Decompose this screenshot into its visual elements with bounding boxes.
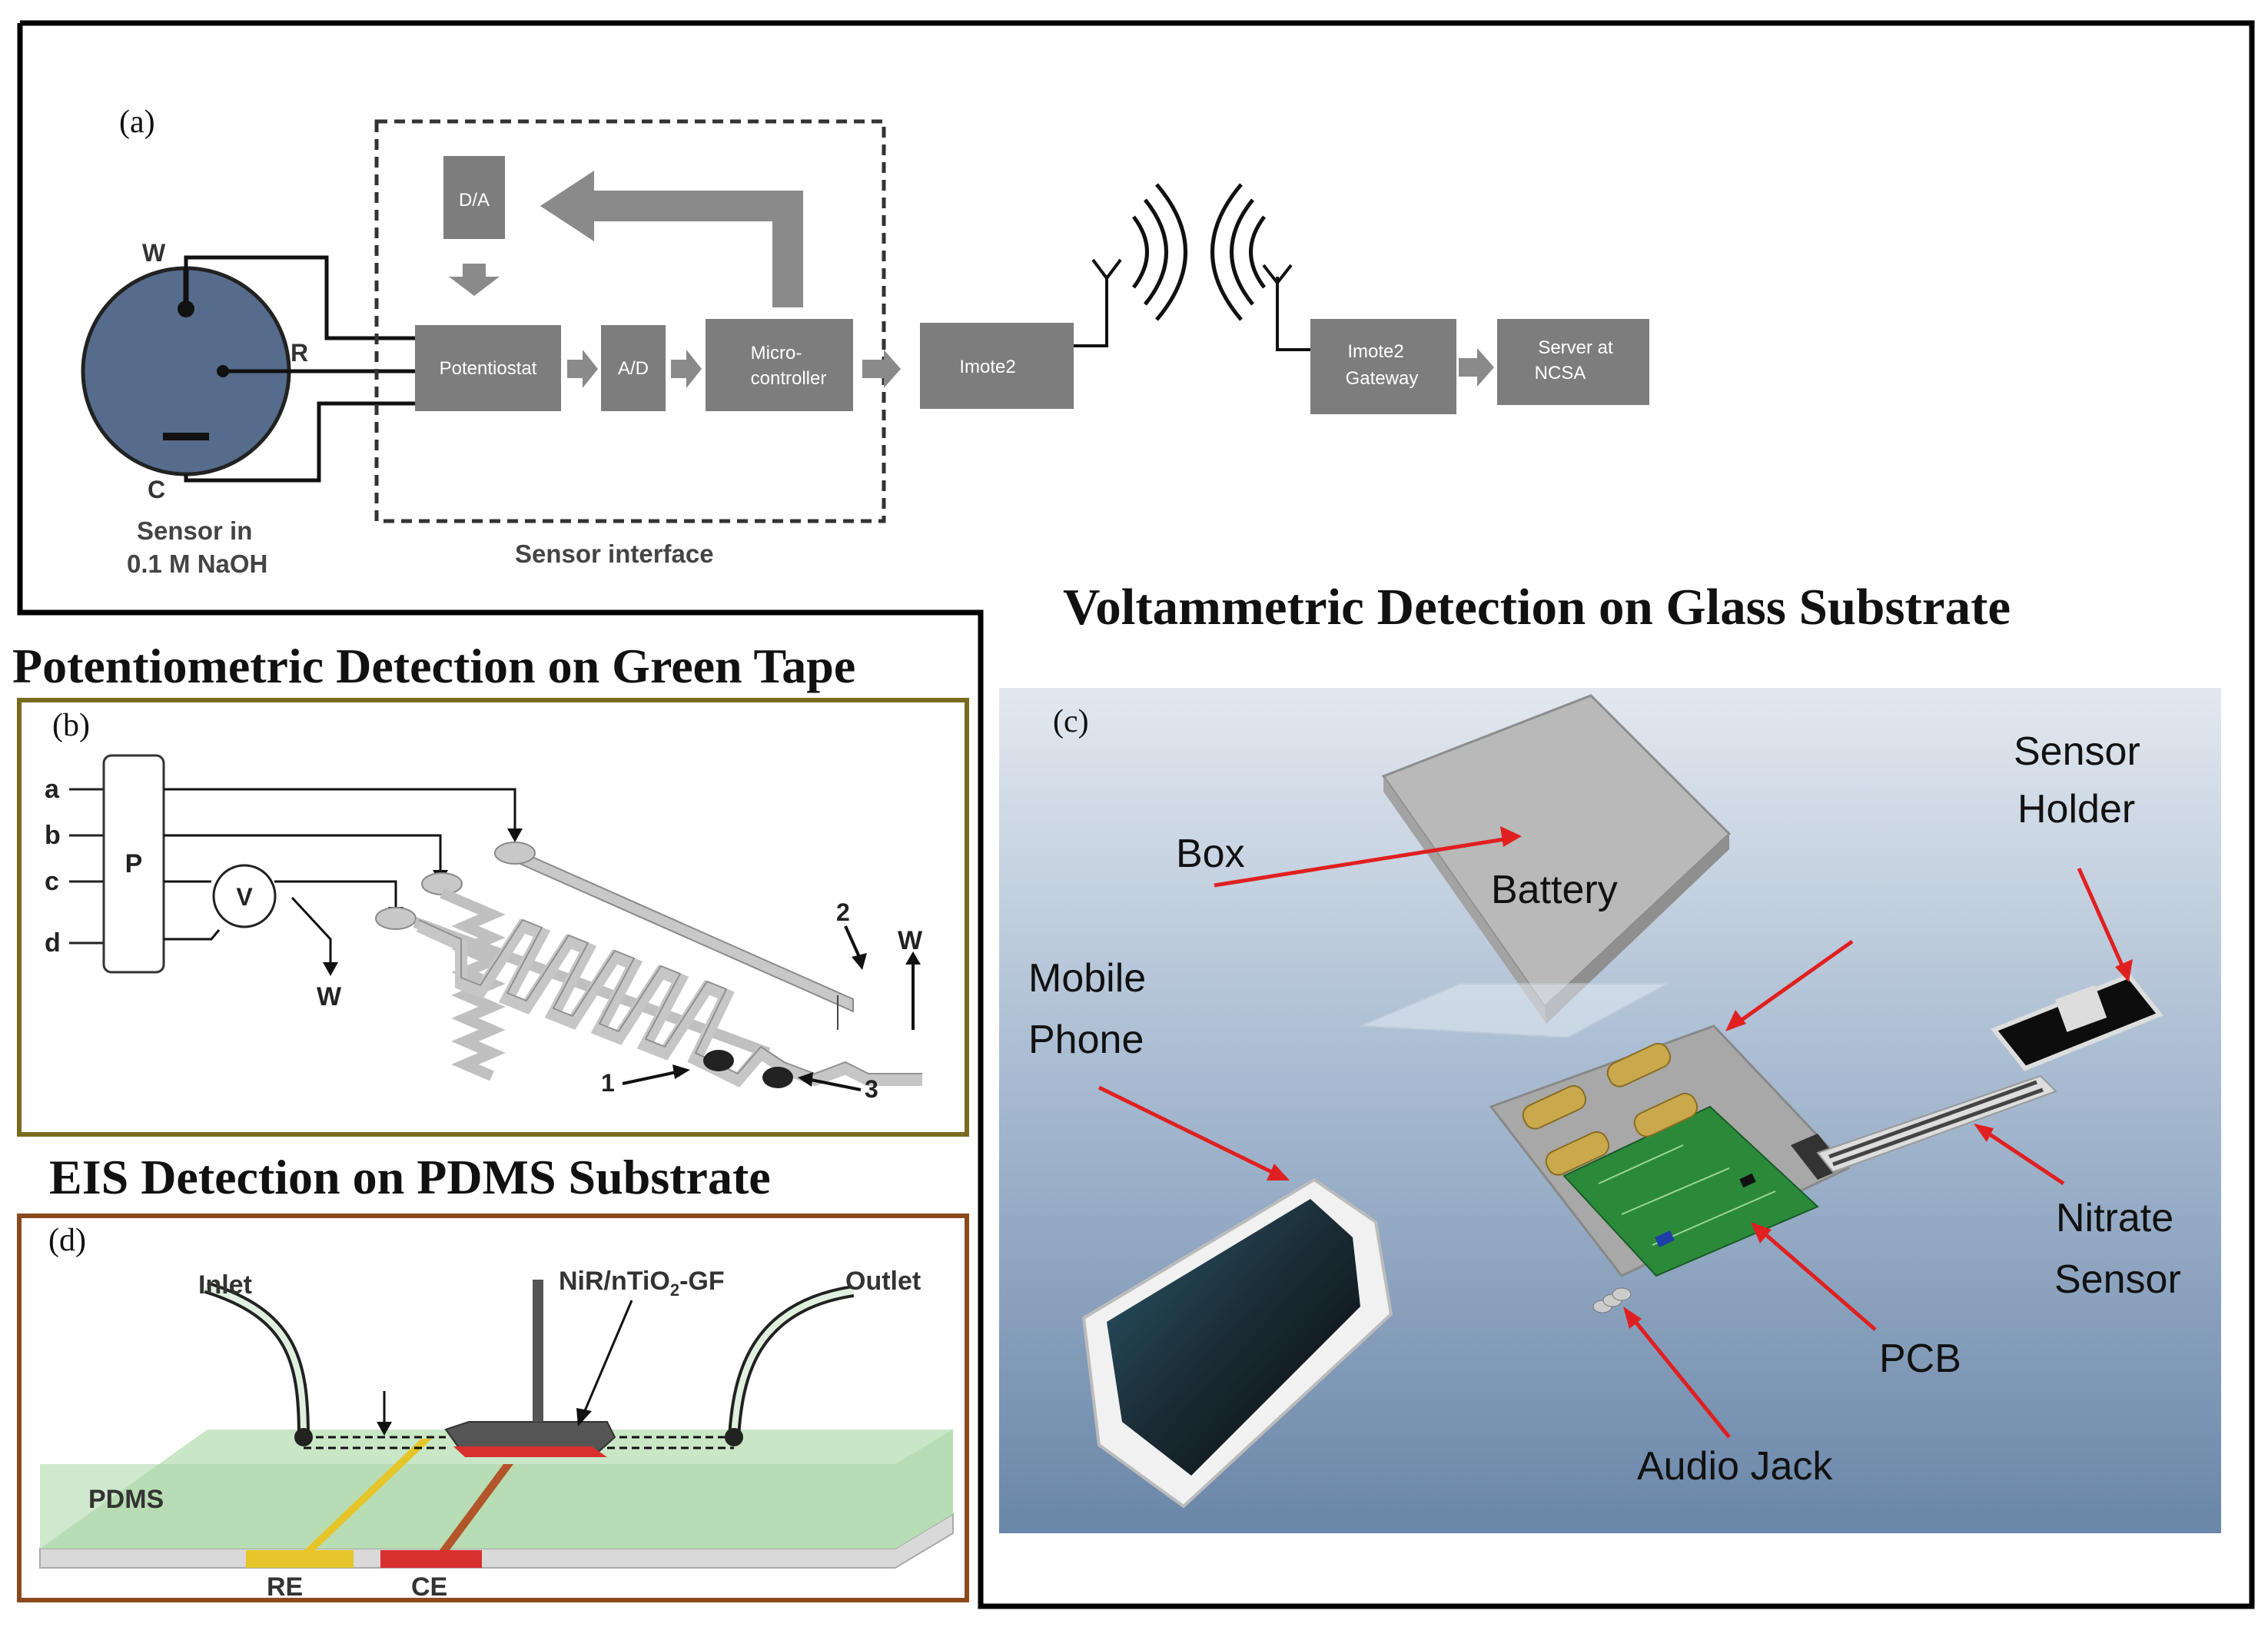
panel-a-diagram: (a) W R C Sensor in 0.1 M NaOH Sensor in… (81, 105, 1649, 578)
battery-cells (1522, 1042, 1699, 1176)
server-block (1497, 319, 1649, 405)
box-label: Box (1176, 832, 1245, 876)
panel-d-title: EIS Detection on PDMS Substrate (49, 1150, 771, 1204)
gateway-block (1310, 319, 1456, 414)
sensor-label-line1: Sensor in (137, 516, 252, 545)
antenna-1-head (1091, 258, 1122, 281)
mobile-phone-screen (1107, 1199, 1360, 1476)
inlet-label: Inlet (198, 1270, 252, 1300)
arrow-gateway-server (1459, 348, 1494, 387)
voltmeter-v (212, 864, 277, 928)
w-right-label: W (898, 926, 923, 955)
clear-tray (1360, 983, 1669, 1039)
gateway-label-line1: Imote2 (1347, 341, 1403, 362)
micro-label-line2: controller (751, 368, 827, 389)
arrow-pot-ad (567, 350, 598, 388)
audio-jack-label: Audio Jack (1637, 1444, 1833, 1489)
outlet-label: Outlet (845, 1267, 921, 1296)
antenna-2 (1276, 277, 1310, 351)
v-label: V (236, 883, 253, 911)
panel-b-diagram: (b) a b c d P V W (17, 698, 969, 1137)
pdms-body (40, 1429, 953, 1549)
feedback-arrow (540, 171, 803, 307)
panel-d-tag: (d) (48, 1223, 86, 1258)
input-b-label: b (45, 821, 61, 850)
mobile-phone-label-line1: Mobile (1028, 956, 1146, 1001)
ad-block (601, 325, 666, 411)
ad-label: A/D (618, 358, 649, 379)
sensor-label-line2: 0.1 M NaOH (127, 550, 267, 578)
label-2: 2 (836, 898, 850, 926)
electrode-r-label: R (291, 339, 308, 367)
sensor-interface-box (374, 119, 886, 523)
ce-trace (440, 1464, 513, 1550)
sensor-holder-label-line2: Holder (2017, 787, 2135, 832)
sensor-holder-label-line1: Sensor (2014, 729, 2140, 774)
label-3: 3 (865, 1075, 878, 1103)
pcb-label: PCB (1879, 1336, 1961, 1381)
da-label: D/A (459, 190, 490, 211)
electrode-material-label: NiR/nTiO2-GF (559, 1267, 725, 1300)
panel-c-title: Voltammetric Detection on Glass Substrat… (1063, 579, 2011, 636)
nitrate-sensor-label-line2: Sensor (2054, 1257, 2181, 1302)
potentiostat-block (415, 325, 561, 411)
server-label-line2: NCSA (1535, 363, 1586, 384)
panel-a-tag: (a) (119, 105, 155, 140)
panel-b-title: Potentiometric Detection on Green Tape (12, 639, 856, 693)
ce-label: CE (411, 1572, 447, 1602)
antenna-2-head (1262, 264, 1293, 286)
battery-label: Battery (1491, 868, 1618, 912)
wire-c (184, 401, 415, 483)
w-left-label: W (317, 982, 342, 1011)
da-down-arrow (449, 264, 500, 296)
potentiostat-label: Potentiostat (440, 358, 537, 379)
re-trace (304, 1439, 432, 1550)
re-label: RE (267, 1572, 303, 1602)
electrode-3 (762, 1067, 793, 1088)
sensing-electrode (453, 1446, 607, 1457)
panel-d-diagram: (d) PDMS RE CE Inlet Outlet (17, 1214, 969, 1602)
label-1: 1 (601, 1069, 615, 1097)
da-block (443, 156, 505, 239)
p-label: P (125, 849, 143, 878)
ce-pad (380, 1550, 482, 1568)
audio-jack (1592, 1287, 1632, 1313)
working-electrode-dot (178, 300, 194, 317)
re-pad (246, 1550, 354, 1568)
micro-label-line1: Micro- (751, 343, 802, 364)
serpentine-outline (418, 918, 922, 1075)
imote2-label: Imote2 (959, 357, 1015, 377)
input-d-label: d (45, 928, 61, 958)
radio-waves-icon (1132, 183, 1266, 321)
mobile-phone-label-line2: Phone (1028, 1018, 1144, 1062)
input-a-label: a (45, 775, 60, 804)
panel-c-tag: (c) (1053, 704, 1089, 739)
server-label-line1: Server at (1538, 337, 1613, 358)
wire-w (184, 255, 415, 340)
imote2-block (920, 323, 1074, 409)
panel-b-tag: (b) (52, 708, 90, 743)
microcontroller-block (706, 319, 853, 411)
gateway-label-line2: Gateway (1346, 368, 1419, 389)
arrow-mc-imote (862, 350, 901, 388)
pdms-label: PDMS (88, 1485, 164, 1514)
arrow-ad-mc (671, 350, 702, 388)
electrode-c-label: C (148, 476, 165, 503)
electrode-w-label: W (142, 239, 166, 267)
antenna-1 (1074, 275, 1108, 347)
sensor-interface-label: Sensor interface (515, 540, 714, 568)
nitrate-sensor-label-line1: Nitrate (2056, 1196, 2173, 1240)
panel-c-diagram: (c) (999, 688, 2221, 1533)
callout-arrows (1097, 826, 2133, 1439)
potentiometer-p-box (102, 754, 165, 974)
electrode-1 (703, 1050, 734, 1071)
input-c-label: c (45, 867, 59, 896)
